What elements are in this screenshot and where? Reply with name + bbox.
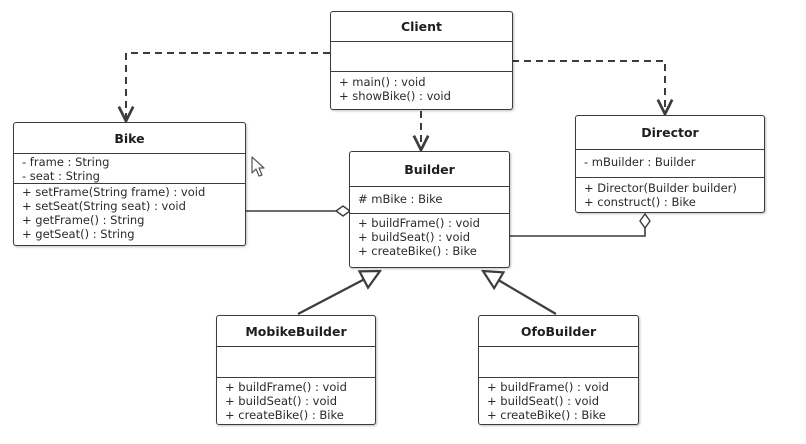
class-director[interactable]: Director - mBuilder : Builder + Director… [575, 115, 765, 213]
method: + construct() : Bike [584, 195, 696, 209]
class-builder[interactable]: Builder # mBike : Bike + buildFrame() : … [349, 151, 510, 268]
class-name: Builder [350, 152, 509, 187]
class-name: Client [331, 12, 512, 42]
aggregation-diamond-builder [334, 205, 352, 217]
attributes-section: - frame : String - seat : String [14, 154, 245, 184]
aggregation-director-builder [510, 228, 646, 237]
method: + buildFrame() : void [487, 380, 609, 394]
class-name: Bike [14, 123, 245, 154]
class-bike[interactable]: Bike - frame : String - seat : String + … [13, 122, 246, 246]
method: + Director(Builder builder) [584, 181, 737, 195]
generalization-ofo-builder [483, 271, 557, 315]
class-mobike-builder[interactable]: MobikeBuilder + buildFrame() : void + bu… [216, 315, 376, 425]
class-ofo-builder[interactable]: OfoBuilder + buildFrame() : void + build… [478, 315, 639, 425]
method: + buildSeat() : void [358, 230, 470, 244]
generalization-mobike-builder [297, 271, 380, 315]
method: + buildSeat() : void [487, 394, 599, 408]
attribute: - frame : String [22, 155, 110, 169]
method: + createBike() : Bike [358, 244, 477, 258]
methods-section: + Director(Builder builder) + construct(… [576, 178, 764, 209]
method: + setSeat(String seat) : void [22, 199, 186, 213]
class-name: OfoBuilder [479, 316, 638, 347]
methods-section: + main() : void + showBike() : void [331, 72, 512, 103]
methods-section: + buildFrame() : void + buildSeat() : vo… [350, 214, 509, 258]
method: + buildFrame() : void [225, 380, 347, 394]
methods-section: + buildFrame() : void + buildSeat() : vo… [479, 378, 638, 422]
attributes-section [331, 42, 512, 72]
attribute: - mBuilder : Builder [584, 155, 696, 169]
methods-section: + setFrame(String frame) : void + setSea… [14, 184, 245, 241]
methods-section: + buildFrame() : void + buildSeat() : vo… [217, 378, 375, 422]
method: + buildSeat() : void [225, 394, 337, 408]
attribute: - seat : String [22, 169, 100, 183]
aggregation-diamond-director [639, 212, 651, 230]
method: + showBike() : void [339, 89, 451, 103]
attributes-section: # mBike : Bike [350, 187, 509, 214]
method: + createBike() : Bike [487, 408, 606, 422]
class-name: Director [576, 116, 764, 150]
attributes-section [479, 347, 638, 378]
method: + getSeat() : String [22, 227, 135, 241]
dependency-client-director [512, 60, 665, 114]
class-client[interactable]: Client + main() : void + showBike() : vo… [330, 11, 513, 110]
mouse-pointer-icon [251, 156, 265, 177]
method: + main() : void [339, 75, 426, 89]
method: + getFrame() : String [22, 213, 145, 227]
class-name: MobikeBuilder [217, 316, 375, 347]
dependency-client-bike [126, 52, 330, 121]
attributes-section [217, 347, 375, 378]
method: + setFrame(String frame) : void [22, 185, 206, 199]
attribute: # mBike : Bike [358, 192, 443, 206]
method: + createBike() : Bike [225, 408, 344, 422]
attributes-section: - mBuilder : Builder [576, 150, 764, 178]
method: + buildFrame() : void [358, 216, 480, 230]
